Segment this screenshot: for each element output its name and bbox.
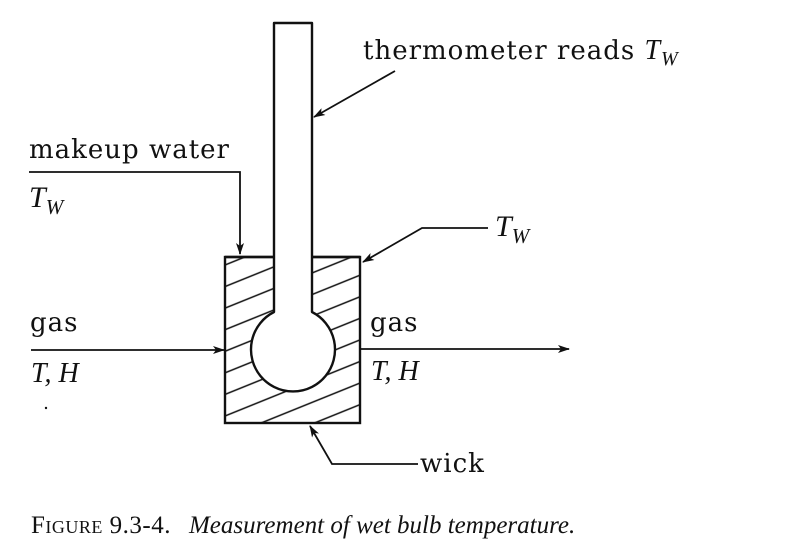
thermometer xyxy=(249,21,337,393)
gas-inlet-properties: T, H xyxy=(31,358,80,389)
figure-caption: Figure 9.3-4. Measurement of wet bulb tem… xyxy=(31,512,575,540)
wick-pointer xyxy=(309,425,418,465)
gas-outlet-label: gas xyxy=(370,308,419,338)
thermometer-label: thermometer reads TW xyxy=(363,35,680,70)
wick-temp-pointer xyxy=(362,227,488,263)
wick-label: wick xyxy=(420,449,485,479)
wick-hatching xyxy=(225,257,360,423)
stray-dot xyxy=(44,406,48,410)
thermometer-pointer-arrow xyxy=(313,70,396,118)
figure-title: Measurement of wet bulb temperature. xyxy=(188,512,576,539)
figure-number: Figure 9.3-4. xyxy=(31,512,171,539)
wick-temp-label: TW xyxy=(495,210,532,248)
makeup-water-label: makeup water xyxy=(29,135,230,165)
makeup-water-temp: TW xyxy=(29,181,66,219)
makeup-water-line xyxy=(29,171,244,255)
gas-outlet-properties: T, H xyxy=(371,356,420,387)
gas-inlet-label: gas xyxy=(30,308,79,338)
